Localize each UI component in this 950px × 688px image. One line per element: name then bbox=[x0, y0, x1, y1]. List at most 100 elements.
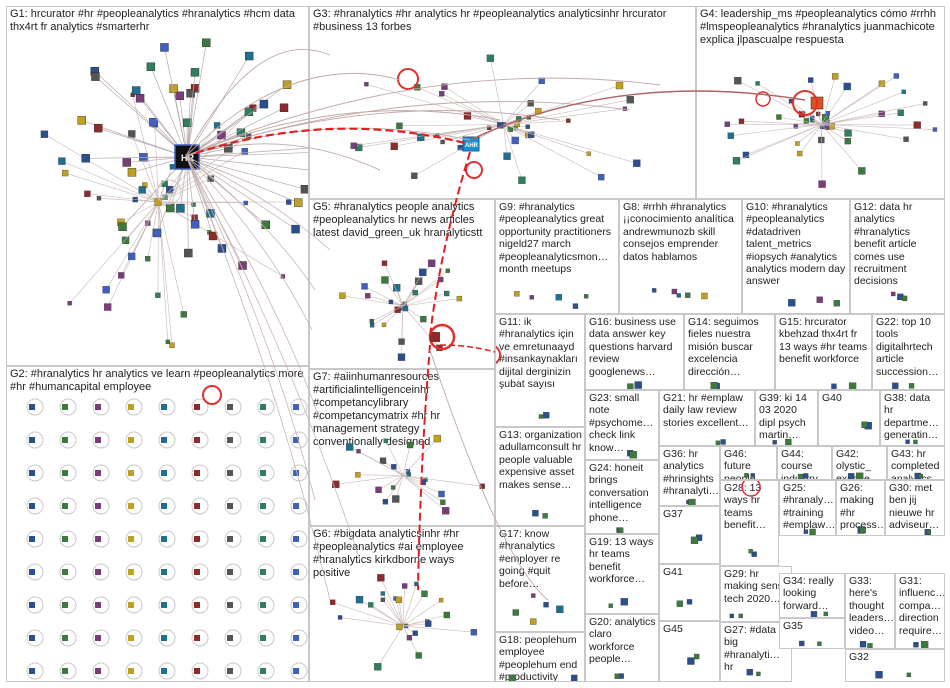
node bbox=[244, 51, 254, 61]
node bbox=[785, 438, 792, 445]
edge bbox=[821, 124, 918, 126]
node bbox=[135, 93, 145, 103]
node bbox=[511, 136, 519, 145]
node bbox=[381, 260, 388, 266]
node bbox=[512, 609, 519, 616]
node bbox=[381, 276, 389, 284]
edge bbox=[402, 599, 442, 627]
edge bbox=[382, 599, 404, 627]
edge bbox=[85, 156, 188, 159]
node bbox=[282, 80, 292, 89]
node bbox=[797, 150, 803, 157]
group-g10: G10: #hranalytics #peopleanalytics #data… bbox=[742, 199, 850, 314]
node bbox=[381, 322, 387, 328]
node bbox=[443, 611, 451, 619]
node bbox=[832, 73, 839, 80]
node bbox=[202, 38, 211, 48]
node bbox=[169, 342, 175, 348]
self-loop-highlight bbox=[397, 68, 419, 90]
self-loop bbox=[92, 431, 110, 449]
edge bbox=[186, 156, 306, 190]
edge bbox=[821, 124, 863, 172]
node bbox=[744, 473, 749, 478]
group-g44: G44: course industry hr mr… bbox=[777, 446, 832, 480]
edge bbox=[340, 617, 404, 627]
node bbox=[710, 382, 718, 389]
node bbox=[406, 441, 414, 449]
node bbox=[463, 112, 472, 120]
node bbox=[825, 111, 831, 116]
node bbox=[920, 641, 929, 648]
node bbox=[379, 457, 387, 464]
node bbox=[138, 186, 146, 194]
node bbox=[40, 130, 49, 138]
node bbox=[742, 151, 750, 159]
node bbox=[169, 164, 176, 170]
edge bbox=[821, 75, 897, 125]
node bbox=[227, 602, 233, 608]
group-g40: G40 bbox=[818, 390, 880, 446]
node bbox=[690, 536, 699, 544]
node bbox=[128, 503, 134, 509]
node bbox=[843, 82, 851, 91]
node bbox=[438, 597, 444, 603]
edge bbox=[395, 475, 404, 500]
node bbox=[913, 642, 919, 648]
node bbox=[848, 382, 857, 389]
node bbox=[627, 383, 634, 389]
node bbox=[294, 198, 303, 207]
node bbox=[891, 291, 896, 297]
node bbox=[875, 671, 883, 679]
node bbox=[901, 295, 908, 302]
node bbox=[194, 404, 200, 410]
node bbox=[470, 629, 478, 636]
self-loop bbox=[158, 398, 176, 416]
node bbox=[859, 526, 866, 534]
group-nodes bbox=[329, 574, 478, 671]
node bbox=[438, 276, 444, 283]
node bbox=[291, 224, 300, 234]
node bbox=[161, 470, 167, 476]
node bbox=[586, 151, 592, 156]
edge bbox=[154, 124, 159, 203]
node bbox=[542, 513, 548, 519]
edge bbox=[402, 583, 417, 627]
node bbox=[29, 668, 35, 674]
node bbox=[629, 451, 637, 459]
self-loop bbox=[26, 530, 44, 548]
node bbox=[155, 292, 161, 298]
node bbox=[95, 569, 101, 575]
group-nodes bbox=[715, 439, 726, 445]
group-g9: G9: #hranalytics #peopleanalytics great … bbox=[495, 199, 619, 314]
edge bbox=[378, 475, 404, 491]
node bbox=[337, 615, 343, 620]
edge bbox=[164, 47, 188, 158]
edge bbox=[98, 197, 159, 203]
group-nodes bbox=[875, 671, 912, 679]
node bbox=[382, 499, 389, 505]
self-loop bbox=[59, 530, 77, 548]
node bbox=[402, 305, 409, 312]
group-g24: G24: honeit brings conversation intellig… bbox=[585, 460, 659, 534]
node bbox=[350, 142, 357, 149]
node bbox=[213, 122, 221, 129]
node bbox=[377, 574, 385, 582]
node bbox=[831, 383, 837, 389]
self-loop-highlight bbox=[202, 385, 222, 405]
group-g2: G2: #hranalytics hr analytics ve learn #… bbox=[6, 366, 309, 682]
node bbox=[738, 118, 745, 124]
node bbox=[807, 77, 814, 83]
hub-label: HR bbox=[181, 153, 194, 163]
edge bbox=[186, 107, 285, 158]
edge bbox=[384, 279, 404, 307]
self-loop bbox=[224, 629, 242, 647]
self-loop bbox=[191, 629, 209, 647]
group-g34: G34: really looking forward… bbox=[779, 573, 845, 618]
node bbox=[67, 301, 72, 306]
group-g45: G45 bbox=[659, 621, 720, 682]
self-loop bbox=[158, 596, 176, 614]
node bbox=[802, 473, 809, 479]
self-loop bbox=[125, 563, 143, 581]
node bbox=[859, 641, 867, 648]
